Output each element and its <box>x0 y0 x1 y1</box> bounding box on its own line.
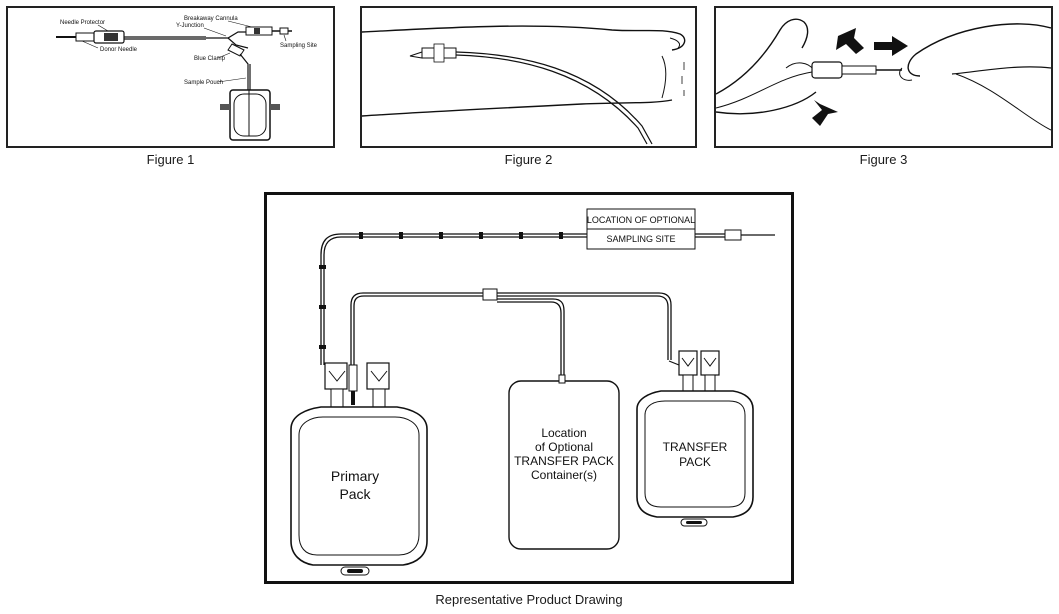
optional-container-line <box>497 298 565 377</box>
thumb-outline <box>669 37 681 49</box>
left-hand-outline <box>716 18 809 95</box>
figure-2-caption: Figure 2 <box>504 152 553 167</box>
sample-pouch-left-tab <box>220 104 230 110</box>
primary-pack-label-line-1: Primary <box>331 468 379 484</box>
donor-line <box>320 233 737 365</box>
transfer-pack-label-line-2: PACK <box>679 455 711 469</box>
sampling-label-line-1: LOCATION OF OPTIONAL <box>587 215 695 225</box>
hand-outline <box>661 55 667 99</box>
tubing-left <box>716 71 813 109</box>
product-drawing-illustration: LOCATION OF OPTIONAL SAMPLING SITE Prima… <box>290 208 775 576</box>
sample-pouch <box>229 89 271 141</box>
left-arm-outline <box>716 91 817 115</box>
sample-pouch-right-tab <box>270 104 280 110</box>
figure-1-illustration: Needle Protector Breakaway Cannula Y-Jun… <box>56 16 318 141</box>
primary-pack-inner-seal <box>298 416 420 556</box>
figure-3-panel <box>714 6 1053 148</box>
needle-wing <box>409 51 423 59</box>
primary-pack-bag <box>290 406 428 566</box>
needle-protector-grip <box>104 33 118 41</box>
sample-pouch-tubing <box>239 53 249 90</box>
optional-container-label-line-2: of Optional <box>535 440 593 454</box>
sampling-label-line-2: SAMPLING SITE <box>606 234 675 244</box>
forearm-top-outline <box>362 25 686 51</box>
needle-protector <box>811 61 843 79</box>
needle-hub <box>75 32 95 42</box>
press-arrow-bottom-icon <box>812 100 838 126</box>
primary-outlet-line <box>350 292 483 365</box>
primary-pack-label-line-2: Pack <box>339 486 371 502</box>
left-finger-outline <box>785 62 815 71</box>
optional-container-label-line-3: TRANSFER PACK <box>514 454 614 468</box>
transfer-pack-bag <box>636 390 754 518</box>
figure-2-panel <box>360 6 697 148</box>
label-donor-needle: Donor Needle <box>100 47 138 53</box>
transfer-pack-label-line-1: TRANSFER <box>663 440 728 454</box>
product-drawing-panel: LOCATION OF OPTIONAL SAMPLING SITE Prima… <box>264 192 794 584</box>
primary-pack-ports <box>324 362 390 412</box>
figure-2-illustration <box>362 25 686 145</box>
transfer-pack-inner-seal <box>644 400 746 508</box>
press-arrow-top-icon <box>836 28 864 54</box>
transfer-pack-line <box>497 292 672 360</box>
product-drawing-caption: Representative Product Drawing <box>435 592 623 607</box>
figure-3-caption: Figure 3 <box>859 152 908 167</box>
label-y-junction: Y-Junction <box>176 23 204 29</box>
label-blue-clamp: Blue Clamp <box>194 56 226 62</box>
optional-container-label-line-1: Location <box>541 426 586 440</box>
blue-clamp <box>227 43 245 57</box>
figure-1-caption: Figure 1 <box>146 152 195 167</box>
transfer-pack-ports <box>668 350 720 396</box>
sampling-site-connector <box>724 229 742 241</box>
right-hand-outline <box>907 23 1051 77</box>
y-junction-connector <box>482 288 498 301</box>
label-breakaway-cannula: Breakaway Cannula <box>184 16 238 22</box>
tape-strip <box>433 43 445 63</box>
donor-tubing <box>455 51 653 145</box>
figure-1-panel: Needle Protector Breakaway Cannula Y-Jun… <box>6 6 335 148</box>
forearm-bottom-outline <box>362 99 673 117</box>
slide-arrow-icon <box>874 36 908 56</box>
optional-container-label-line-4: Container(s) <box>531 468 597 482</box>
label-sample-pouch: Sample Pouch <box>184 80 223 86</box>
figure-3-illustration <box>716 18 1051 131</box>
tubing-right <box>955 73 1051 131</box>
needle-hub <box>841 65 877 75</box>
label-sampling-site: Sampling Site <box>280 43 318 49</box>
label-needle-protector: Needle Protector <box>60 20 105 26</box>
